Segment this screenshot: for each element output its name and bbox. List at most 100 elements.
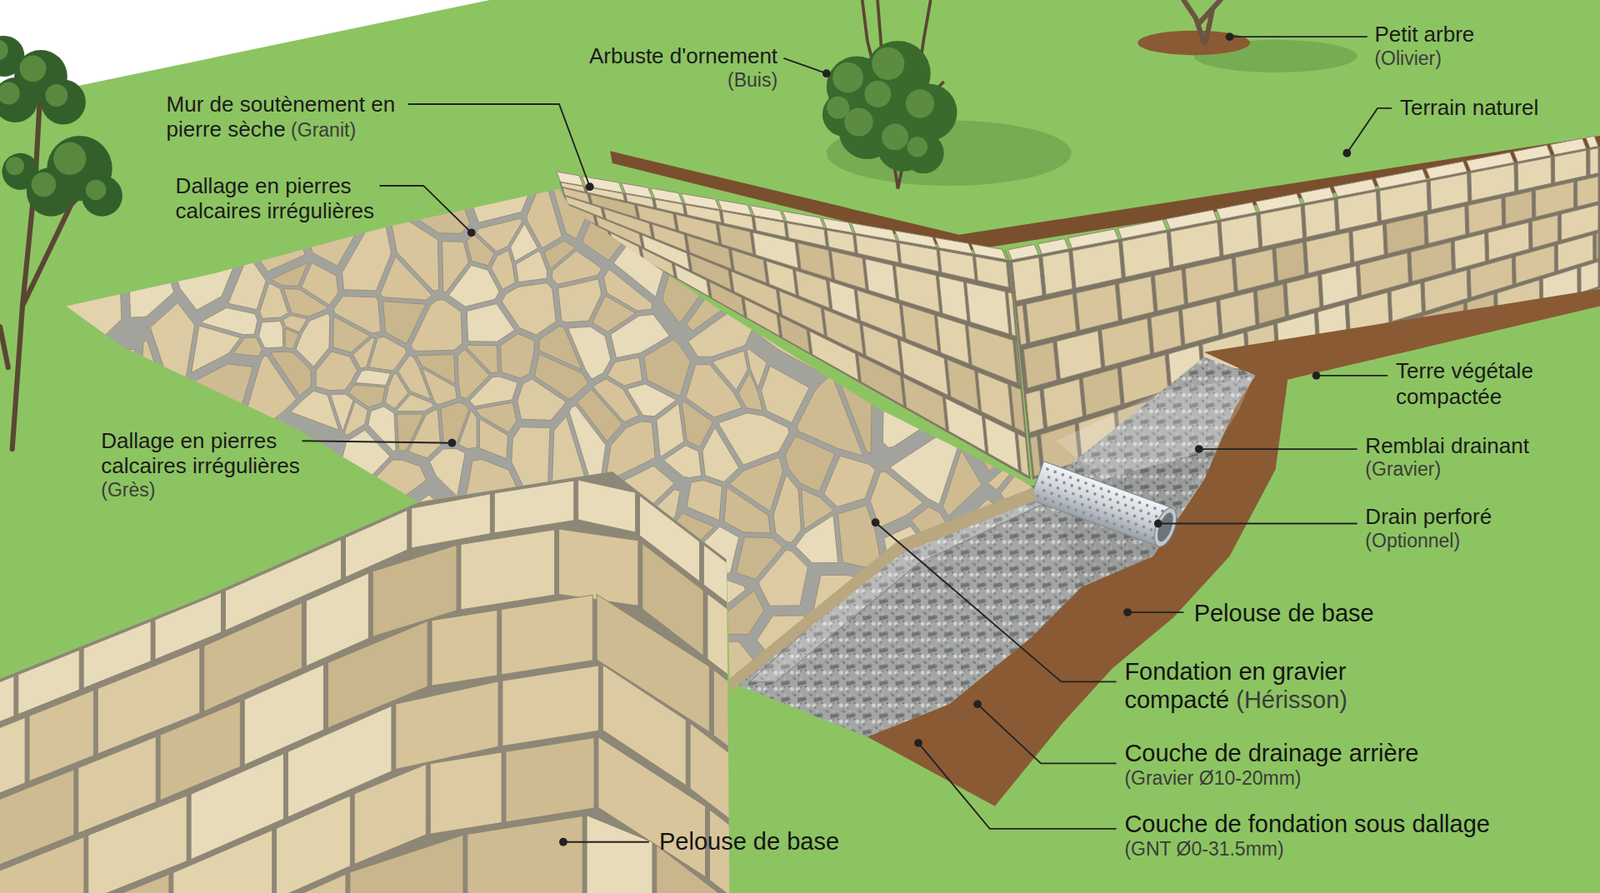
- pipe-hole: [1132, 514, 1137, 519]
- pipe-hole: [1114, 492, 1119, 497]
- capstone-top: [621, 183, 653, 199]
- label-text: (GNT Ø0-31.5mm): [1124, 838, 1490, 861]
- capstone-top: [822, 218, 853, 234]
- label-text: Petit arbre: [1374, 21, 1475, 47]
- label-text: Couche de fondation sous dallage: [1124, 810, 1490, 838]
- wall-stone: [1025, 294, 1076, 344]
- tree-highlight: [31, 172, 56, 197]
- wall-stone: [1023, 342, 1057, 389]
- paving-slab: [442, 241, 470, 293]
- pipe-hole: [1118, 516, 1123, 521]
- tree-highlight: [20, 55, 47, 82]
- wall-stone: [354, 764, 426, 865]
- wall-stone: [502, 665, 599, 747]
- pipe-hole: [1148, 520, 1153, 525]
- pipe-hole: [1074, 508, 1079, 513]
- tree-highlight: [0, 82, 20, 105]
- wall-stone: [430, 752, 502, 835]
- leader-dot: [448, 439, 457, 448]
- pipe-hole: [1070, 484, 1075, 489]
- shrub-highlight: [864, 80, 891, 108]
- paving-slab: [613, 163, 696, 297]
- pipe-hole: [1122, 495, 1127, 500]
- paving-slab: [345, 401, 369, 436]
- shrub-foliage: [903, 132, 945, 174]
- paving-slab: [526, 175, 562, 248]
- wall-stone: [173, 830, 273, 893]
- wall-stone: [899, 243, 940, 272]
- paving-slab: [301, 263, 339, 305]
- leader-line: [875, 522, 1117, 682]
- wall-stone: [1030, 435, 1041, 477]
- wall-stone: [578, 480, 636, 533]
- pipe-hole: [1110, 514, 1115, 519]
- paving-slab: [430, 448, 466, 496]
- pipe-hole: [1086, 497, 1091, 502]
- pipe-hole: [1077, 486, 1082, 491]
- paving-slab: [270, 262, 308, 286]
- wall-stone: [1154, 270, 1185, 312]
- wall-stone: [1505, 191, 1533, 225]
- paving-slab: [191, 325, 241, 373]
- pipe-hole: [1072, 500, 1077, 505]
- shrub-stems: [851, 0, 944, 190]
- wall-stone: [1122, 232, 1170, 278]
- pipe-hole: [1060, 472, 1065, 477]
- paving-slab: [686, 480, 722, 520]
- pipe-hole: [1097, 516, 1102, 521]
- leader-dot: [1312, 371, 1321, 380]
- wall-stone: [1082, 368, 1121, 415]
- wall-stone: [937, 315, 970, 365]
- paving-slab: [125, 165, 175, 318]
- leader-line: [1316, 375, 1389, 377]
- pipe-hole: [1084, 481, 1089, 486]
- wall-stone: [945, 398, 985, 452]
- wall-stone: [1590, 148, 1599, 175]
- paving-slab: [515, 250, 547, 282]
- leader-dot: [1123, 608, 1132, 617]
- wall-stone: [1410, 241, 1452, 281]
- label-text: (Gravier Ø10-20mm): [1124, 767, 1419, 790]
- paving-slab: [801, 489, 834, 530]
- pipe-hole: [1045, 467, 1050, 472]
- wall-stone: [1580, 261, 1599, 293]
- paving-slab: [228, 255, 266, 310]
- wall-stone: [1286, 275, 1320, 316]
- capstone-top: [581, 175, 623, 193]
- wall-stone: [1012, 257, 1043, 301]
- pipe-hole: [1117, 508, 1122, 513]
- pipe-hole: [1062, 480, 1067, 485]
- leader-dot: [1342, 149, 1351, 158]
- wall-stone: [966, 282, 1010, 335]
- pipe-hole: [1048, 483, 1053, 488]
- pipe-hole: [1140, 516, 1145, 521]
- pipe-hole: [1120, 525, 1125, 530]
- paving-slab: [681, 401, 712, 448]
- pipe-hole: [1089, 513, 1094, 518]
- pipe-hole: [1154, 514, 1159, 519]
- paving-slab: [582, 159, 686, 261]
- label-text: Terrain naturel: [1400, 95, 1539, 120]
- pipe-hole: [1088, 505, 1093, 510]
- leader-line: [408, 104, 590, 187]
- pipe-hole: [1065, 497, 1070, 502]
- callout-label: Dallage en pierres calcaires irrégulière…: [100, 428, 351, 502]
- pipe-hole: [1079, 495, 1084, 500]
- capstone-top: [1375, 169, 1427, 189]
- wall-stone: [0, 837, 85, 893]
- capstone-top: [1165, 210, 1217, 230]
- wall-stone: [467, 816, 583, 893]
- pipe-hole: [1093, 492, 1098, 497]
- wall-stone: [88, 795, 187, 893]
- capstone-top: [750, 205, 785, 221]
- pipe-hole: [1112, 522, 1117, 527]
- callout-label: Pelouse de base: [659, 827, 840, 856]
- wall-stone: [1427, 206, 1466, 245]
- capstone-top: [650, 188, 683, 204]
- pipe-hole: [1137, 500, 1142, 505]
- capstone-top: [1466, 152, 1515, 171]
- wall-stone: [1185, 258, 1235, 304]
- pipe-body: [1030, 461, 1173, 547]
- wall-stone: [1043, 379, 1083, 428]
